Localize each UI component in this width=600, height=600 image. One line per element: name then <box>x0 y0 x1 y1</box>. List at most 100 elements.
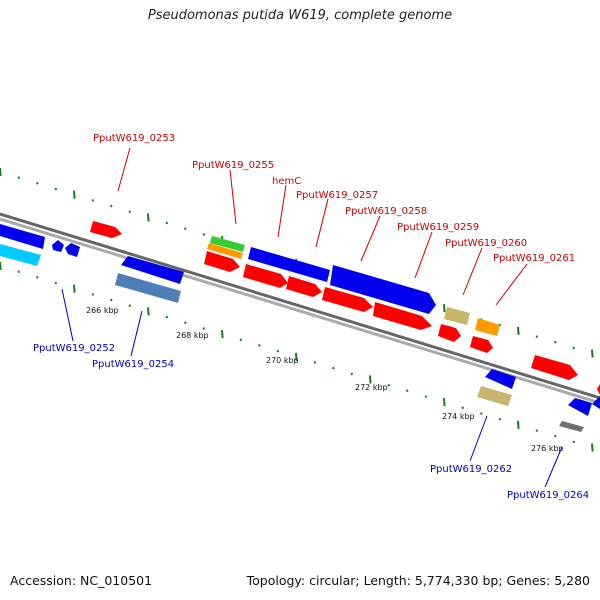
ruler-label-276: 276 kbp <box>531 444 564 453</box>
ruler-tick <box>221 330 224 339</box>
gene-red[interactable] <box>470 336 493 353</box>
gene-arrow[interactable] <box>52 240 64 252</box>
ruler-tick <box>0 261 2 271</box>
ruler-tick <box>313 361 317 364</box>
ruler-label-266: 266 kbp <box>86 306 119 315</box>
ruler-tick <box>17 270 21 273</box>
label-hemC[interactable]: hemC <box>272 176 301 187</box>
gene-PputW619_0260[interactable] <box>475 318 500 336</box>
label-PputW619_0258[interactable]: PputW619_0258 <box>345 206 427 217</box>
ruler-tick <box>572 346 576 350</box>
ruler-tick <box>406 389 409 393</box>
ruler-tick <box>591 443 594 452</box>
gene-edge-blue[interactable] <box>592 396 600 409</box>
label-PputW619_0264[interactable]: PputW619_0264 <box>507 490 589 501</box>
ruler-tick <box>184 227 187 231</box>
ruler-tick <box>91 199 95 202</box>
label-PputW619_0260[interactable]: PputW619_0260 <box>445 238 527 249</box>
ruler-tick <box>147 307 150 316</box>
accession-text: Accession: NC_010501 <box>10 573 153 588</box>
ruler-tick <box>443 398 446 407</box>
ruler-tick <box>0 167 2 177</box>
gene-hemC[interactable] <box>248 247 330 282</box>
ruler-tick <box>36 276 39 279</box>
gene-arrow[interactable] <box>0 224 45 249</box>
ruler-tick <box>498 417 502 421</box>
ruler-tick <box>54 281 58 285</box>
ruler-tick <box>202 327 206 330</box>
gene-red[interactable] <box>438 324 461 342</box>
ruler-tick <box>91 293 95 296</box>
ruler-labels: 266 kbp 268 kbp 270 kbp 272 kbp 274 kbp … <box>86 306 564 453</box>
ruler-tick <box>350 372 354 376</box>
label-PputW619_0255[interactable]: PputW619_0255 <box>192 160 274 171</box>
ruler-tick <box>258 344 261 347</box>
ruler-lower <box>0 261 594 452</box>
gene-PputW619_0255-green[interactable] <box>210 236 245 252</box>
label-PputW619_0257[interactable]: PputW619_0257 <box>296 190 378 201</box>
gene-PputW619_0257-0258[interactable] <box>330 265 436 314</box>
ruler-tick <box>110 298 113 302</box>
gene-arrow[interactable] <box>65 243 80 257</box>
label-PputW619_0259[interactable]: PputW619_0259 <box>397 222 479 233</box>
gene-PputW619_0254[interactable] <box>115 273 181 303</box>
gene-PputW619_0255[interactable] <box>207 243 243 259</box>
ruler-tick <box>332 366 335 370</box>
ruler-tick <box>535 429 539 432</box>
leader-lines-bottom <box>61 288 563 488</box>
labels-bottom: PputW619_0252 PputW619_0254 PputW619_026… <box>33 343 589 501</box>
gene-PputW619_0254-blue[interactable] <box>121 256 184 284</box>
gene-PputW619_0262[interactable] <box>477 386 512 406</box>
leader-lines-top <box>117 147 528 306</box>
gene-PputW619_0253[interactable] <box>90 221 122 238</box>
ruler-tick <box>202 233 206 236</box>
gene-red[interactable] <box>322 287 373 312</box>
ruler-tick <box>517 326 520 335</box>
ruler-tick <box>480 412 483 415</box>
gene-arrow[interactable] <box>0 244 41 266</box>
ruler-tick <box>424 395 428 398</box>
gene-PputW619_0264[interactable] <box>559 421 584 432</box>
ruler-tick <box>572 440 576 444</box>
ruler-tick <box>165 221 169 225</box>
label-PputW619_0252[interactable]: PputW619_0252 <box>33 343 115 354</box>
ruler-label-274: 274 kbp <box>442 412 475 421</box>
ruler-tick <box>239 338 243 342</box>
ruler-tick <box>591 349 594 358</box>
ruler-tick <box>517 420 520 429</box>
gene-red[interactable] <box>373 302 432 330</box>
label-PputW619_0254[interactable]: PputW619_0254 <box>92 359 174 370</box>
ruler-tick <box>369 375 372 384</box>
ruler-tick <box>184 321 187 325</box>
ruler-tick <box>110 204 113 208</box>
label-PputW619_0262[interactable]: PputW619_0262 <box>430 464 512 475</box>
ruler-tick <box>73 190 76 199</box>
genes <box>0 221 600 432</box>
ruler-label-270: 270 kbp <box>266 356 299 365</box>
gene-red[interactable] <box>243 264 288 288</box>
gene-edge-red[interactable] <box>597 384 600 395</box>
ruler-tick <box>17 176 21 179</box>
ruler-tick <box>165 315 169 319</box>
gene-PputW619_0261[interactable] <box>531 355 578 380</box>
ruler-tick <box>554 434 557 438</box>
ruler-label-272: 272 kbp <box>355 383 388 392</box>
gene-PputW619_0264-blue[interactable] <box>568 398 592 416</box>
ruler-tick <box>128 210 132 214</box>
gene-PputW619_0262-blue[interactable] <box>485 369 516 389</box>
label-PputW619_0253[interactable]: PputW619_0253 <box>93 133 175 144</box>
gene-red[interactable] <box>204 251 240 272</box>
ruler-tick <box>36 182 39 185</box>
topology-text: Topology: circular; Length: 5,774,330 bp… <box>246 573 590 588</box>
ruler-tick <box>554 340 557 344</box>
gene-PputW619_0259[interactable] <box>444 307 470 325</box>
ruler-tick <box>276 349 280 353</box>
ruler-tick <box>73 284 76 293</box>
gene-red[interactable] <box>286 276 322 297</box>
ruler-tick <box>443 304 446 313</box>
ruler-tick <box>147 213 150 222</box>
label-PputW619_0261[interactable]: PputW619_0261 <box>493 253 575 264</box>
ruler-tick <box>387 383 391 387</box>
